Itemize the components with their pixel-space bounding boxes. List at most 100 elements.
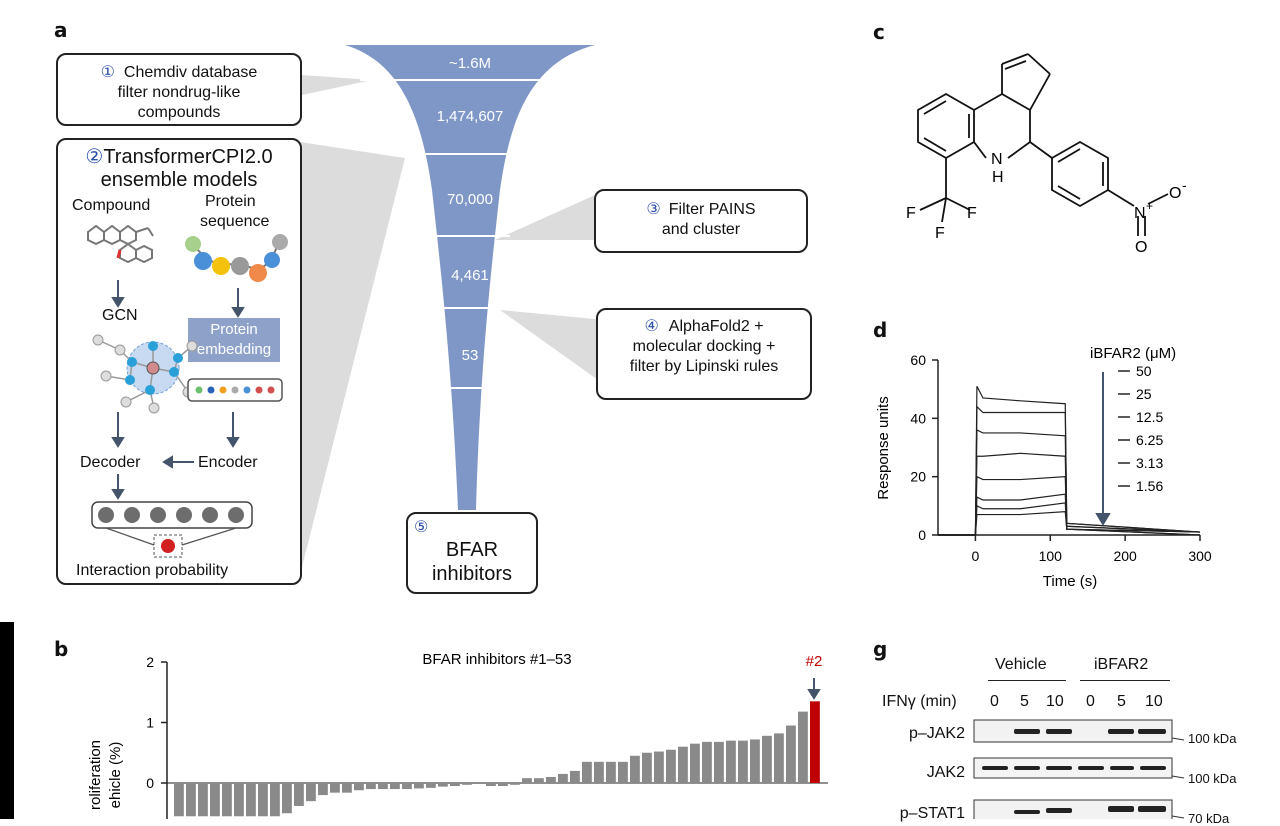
band-jak2-1 [982,766,1008,770]
embedding-label-1: Protein [210,321,258,338]
protein-sequence-icon [185,234,288,282]
spr-legend-arrow [1095,372,1111,526]
x-tick-label: 200 [1113,548,1137,564]
embedding-label-2: embedding [196,341,272,358]
atom-charge-minus: - [1182,177,1187,193]
bar [246,783,256,817]
step1-text-3: compounds [137,104,221,121]
band-jak2-3 [1046,766,1072,770]
bar [606,761,616,783]
y-tick-label: 0 [146,775,154,791]
decoder-output-icon [91,501,253,558]
funnel-value-5: 53 [462,347,479,364]
bar [558,773,568,783]
time-0-a: 0 [990,693,999,710]
bar [366,783,376,790]
step3-number: ③ [646,201,661,218]
atom-f-2: F [967,205,977,222]
step4-text-1: AlphaFold2 + [668,318,764,335]
band-pjak2-v5 [1014,729,1040,734]
spr-axes [937,360,1200,536]
band-pjak2-v10 [1046,729,1072,734]
highlight-arrow [807,678,821,700]
bar [594,761,604,783]
gcn-label: GCN [102,307,138,324]
atom-charge-plus: + [1146,199,1153,213]
blot-strip-3 [973,799,1173,819]
bar [750,739,760,783]
bar [774,733,784,783]
step2-box: ②TransformerCPI2.0 ensemble models Compo… [56,138,302,585]
legend-entry: 3.13 [1136,455,1163,471]
y-tick-label: 40 [910,410,926,426]
model-diagram [87,224,288,558]
blot-row-name-1: p–JAK2 [908,725,965,742]
bar [354,783,364,791]
bar [198,783,208,817]
blot-strip-2 [973,757,1173,779]
bar [474,783,484,784]
spr-curve [938,511,1201,536]
western-blot [973,719,1185,819]
atom-h-ring: H [992,169,1004,186]
step4-text-3: filter by Lipinski rules [629,358,779,375]
group-vehicle-line [988,680,1066,681]
step2-number: ② [85,146,104,168]
band-pstat1-i5 [1108,806,1134,812]
panel-c-label: c [873,20,885,44]
encoder-vector-icon [187,378,283,402]
time-5-a: 5 [1020,693,1029,710]
bar [738,740,748,783]
funnel-value-4: 4,461 [451,267,489,284]
funnel-value-2: 1,474,607 [437,108,504,125]
x-tick-label: 300 [1188,548,1212,564]
time-10-a: 10 [1046,693,1064,710]
bar [222,783,232,817]
y-tick-label: 60 [910,352,926,368]
chemical-structure: N H F F F N + O - O [906,53,1187,256]
x-tick-label: 0 [972,548,980,564]
bar [270,783,280,817]
kda-label-2: 100 kDa [1188,771,1237,786]
spr-legend-title: iBFAR2 (μM) [1090,345,1176,362]
bar [570,770,580,783]
bar [546,776,556,783]
connector-step2 [300,142,405,575]
step2-title-2: ensemble models [100,169,258,191]
bar [258,783,268,817]
step5-number: ⑤ [414,519,429,536]
bar [498,783,508,787]
bar-y-label-1: roliferation [87,740,104,810]
protein-embedding-box: Protein embedding [188,318,280,362]
bar [426,783,436,788]
step1-number: ① [100,64,116,81]
atom-n-ring: N [991,151,1003,168]
bar [234,783,244,817]
bar [402,783,412,790]
bar [522,778,532,783]
bar [762,735,772,783]
band-jak2-2 [1014,766,1040,770]
flow-arrows [111,280,245,500]
bar [462,783,472,785]
bar [390,783,400,790]
band-pstat1-v10 [1046,808,1072,813]
bar [438,783,448,787]
y-tick-label: 1 [146,715,154,731]
atom-o-1: O [1169,185,1181,202]
bar [534,778,544,783]
step4-text-2: molecular docking + [632,338,776,355]
panel-g-label: g [873,637,888,661]
legend-entry: 1.56 [1136,478,1163,494]
bar [294,783,304,806]
bar [510,783,520,785]
spr-y-axis-label: Response units [875,396,892,499]
time-10-b: 10 [1145,693,1163,710]
connector-step4 [500,310,605,385]
funnel: ~1.6M 1,474,607 70,000 4,461 53 [300,45,605,575]
bar [186,783,196,817]
